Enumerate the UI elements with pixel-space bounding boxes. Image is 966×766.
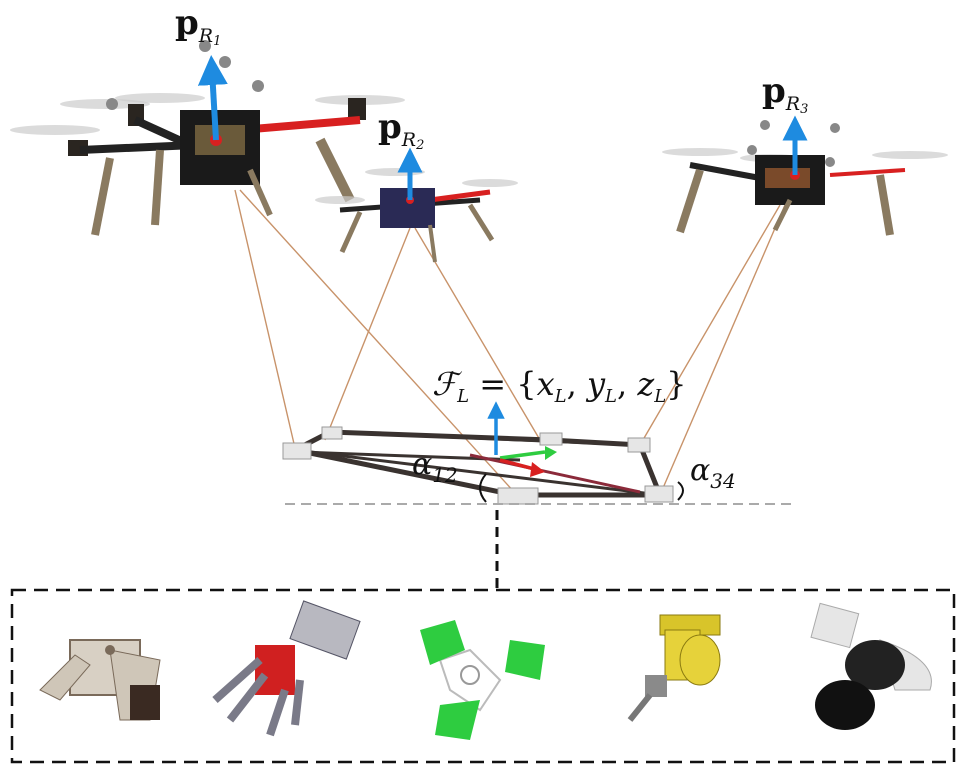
drone-3: [662, 115, 948, 236]
frame-sub: L: [457, 386, 470, 407]
robot2-symbol: p: [378, 107, 402, 147]
alpha12-sub: 12: [432, 463, 458, 487]
alpha12-symbol: α: [412, 447, 433, 482]
frame-joint: [321, 426, 343, 440]
frame-x-sub: L: [554, 386, 567, 407]
robot2-label: pR2: [378, 110, 424, 152]
payload-frame: [282, 401, 674, 505]
frame-x: x: [536, 365, 555, 403]
frame-comma-1: ,: [566, 365, 587, 403]
alpha34-sub: 34: [710, 469, 736, 493]
robot2-sub: R: [401, 129, 417, 151]
robot3-label: pR3: [762, 74, 808, 116]
robot1-index: 1: [213, 34, 222, 49]
frame-y: y: [586, 365, 606, 403]
robot1-label: pR1: [175, 6, 221, 48]
alpha34-label: α34: [690, 453, 736, 493]
multi-finger-hand: [212, 600, 361, 737]
frame-joint: [497, 487, 539, 505]
frame-z-sub: L: [654, 386, 667, 407]
robot1-symbol: p: [175, 3, 199, 43]
robot3-index: 3: [800, 102, 809, 117]
frame-joint: [282, 442, 312, 460]
frame-comma-2: ,: [617, 365, 638, 403]
end-effector-box: [10, 588, 956, 764]
drone-2: [315, 147, 518, 263]
suction-cup-tool: [627, 614, 721, 722]
frame-joint: [644, 485, 674, 503]
robot2-index: 2: [416, 138, 425, 153]
frame-joint: [539, 432, 563, 446]
frame-symbol: ℱ: [432, 365, 458, 403]
alpha34-symbol: α: [690, 453, 711, 488]
alpha34-arc: [677, 481, 684, 501]
frame-y-sub: L: [605, 386, 617, 407]
frame-close: }: [666, 365, 687, 403]
y-axis-arrow: [499, 450, 546, 460]
robot3-symbol: p: [762, 71, 786, 111]
load-frame-label: ℱL = {xL, yL, zL}: [432, 368, 687, 406]
alpha12-label: α12: [412, 447, 458, 487]
frame-z: z: [637, 365, 655, 403]
rotary-brush-tool: [810, 602, 932, 730]
soft-gripper: [420, 620, 545, 740]
alpha12-arc: [479, 473, 487, 503]
robot1-arrow: [197, 55, 228, 141]
drone-1: [10, 40, 405, 236]
frame-equals: = {: [469, 365, 537, 403]
robot3-sub: R: [785, 93, 801, 115]
cables: [234, 189, 786, 496]
robot1-sub: R: [198, 25, 214, 47]
frame-joint: [627, 437, 651, 453]
two-finger-gripper: [39, 639, 161, 721]
